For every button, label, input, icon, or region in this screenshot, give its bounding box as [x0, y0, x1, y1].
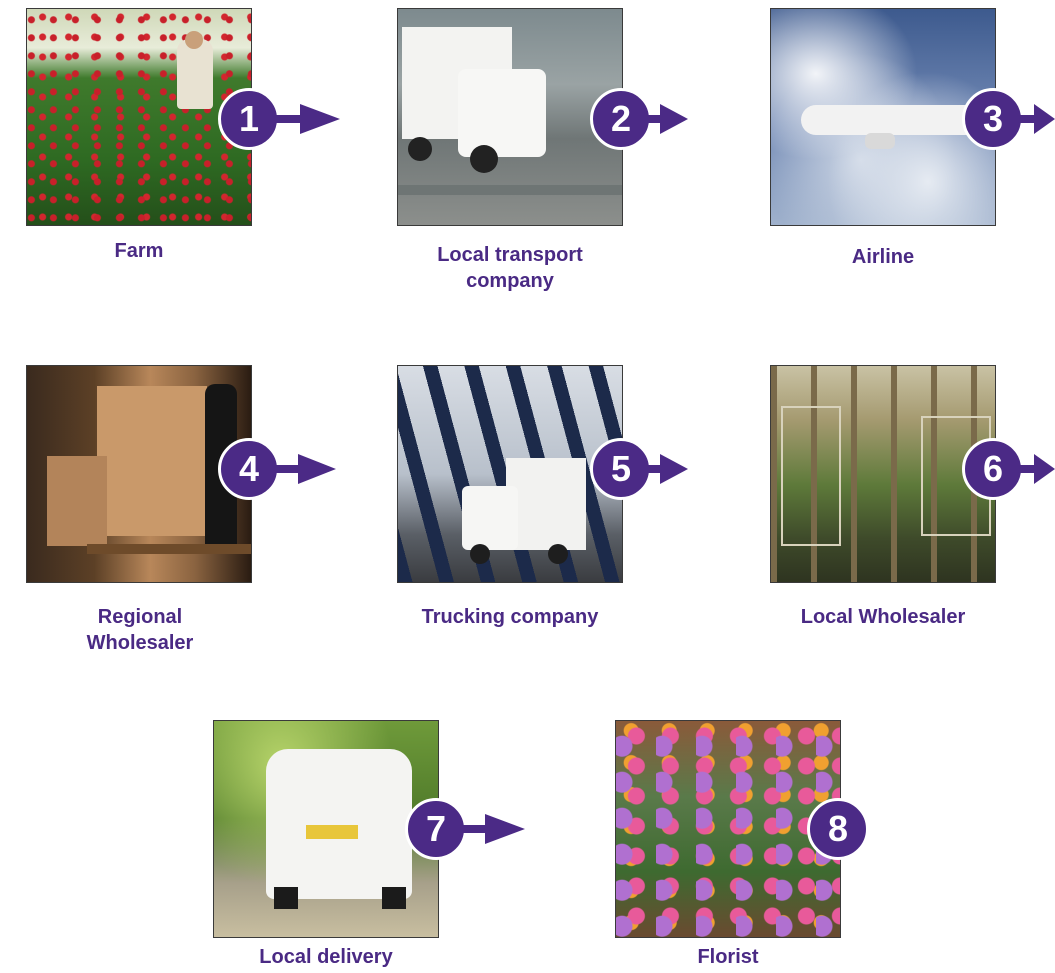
stage-label-line: Regional — [97, 606, 183, 628]
arrow-3 — [1020, 104, 1055, 134]
warehouse-photo — [26, 365, 252, 583]
stage-label-line: Trucking company — [421, 606, 599, 628]
stage-label-line: Florist — [697, 946, 759, 968]
airplane-engine — [865, 133, 895, 149]
stage-label-line: Local Wholesaler — [800, 606, 966, 628]
truck-wheel — [408, 137, 432, 161]
box-stack — [97, 386, 207, 536]
box-stack — [47, 456, 107, 546]
arrow-4 — [276, 454, 336, 484]
stage-label-2: Local transport company — [380, 242, 640, 294]
stage-label-8: Florist — [615, 944, 841, 970]
stage-label-line: Local transport — [437, 244, 583, 266]
van-photo — [213, 720, 439, 938]
step-badge-2: 2 — [590, 88, 652, 150]
airplane-photo — [770, 8, 996, 226]
step-badge-1: 1 — [218, 88, 280, 150]
stage-label-line: Local delivery — [259, 946, 393, 968]
truck-cab — [458, 69, 546, 157]
van-body — [266, 749, 412, 899]
farmer-figure — [177, 39, 213, 109]
guardrail — [398, 185, 622, 195]
truck-bridge-photo — [397, 365, 623, 583]
step-badge-5: 5 — [590, 438, 652, 500]
stage-label-3: Airline — [770, 244, 996, 270]
truck-wheel — [470, 544, 490, 564]
arrow-5 — [648, 454, 688, 484]
truck-cab — [462, 486, 518, 550]
stage-label-line: company — [466, 270, 554, 292]
stage-label-line: Farm — [114, 240, 164, 262]
van-plate — [306, 825, 358, 839]
stage-label-line: Wholesaler — [86, 632, 194, 654]
truck-wheel — [548, 544, 568, 564]
farm-photo — [26, 8, 252, 226]
stage-label-line: Airline — [851, 246, 915, 268]
step-badge-6: 6 — [962, 438, 1024, 500]
flower-shop-photo — [615, 720, 841, 938]
stage-label-4: Regional Wholesaler — [20, 604, 260, 656]
truck-wheel — [470, 145, 498, 173]
van-wheel — [274, 887, 298, 909]
shelf-rack — [781, 406, 841, 546]
pallet — [87, 544, 251, 554]
arrow-1 — [276, 104, 340, 134]
stage-label-7: Local delivery — [200, 944, 452, 970]
arrow-2 — [648, 104, 688, 134]
van-wheel — [382, 887, 406, 909]
stage-label-6: Local Wholesaler — [760, 604, 1006, 630]
truck-box — [506, 458, 586, 550]
arrow-6 — [1020, 454, 1055, 484]
arrow-7 — [463, 814, 525, 844]
step-badge-4: 4 — [218, 438, 280, 500]
stage-label-1: Farm — [26, 238, 252, 264]
cooler-photo — [770, 365, 996, 583]
step-badge-3: 3 — [962, 88, 1024, 150]
stage-label-5: Trucking company — [380, 604, 640, 630]
step-badge-8: 8 — [807, 798, 869, 860]
step-badge-7: 7 — [405, 798, 467, 860]
farmer-head — [185, 31, 203, 49]
